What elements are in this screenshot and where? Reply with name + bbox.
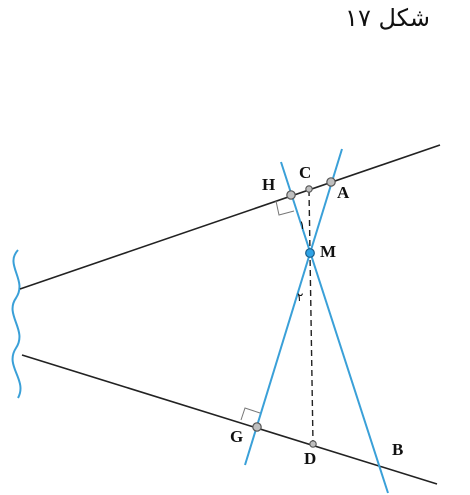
wavy-edge xyxy=(11,249,22,399)
right-angle-mark-h xyxy=(275,200,295,216)
angle-1-label: ۱ xyxy=(299,218,305,232)
transversal-hb xyxy=(280,161,389,494)
point-a xyxy=(326,177,336,187)
point-c xyxy=(305,185,313,193)
upper-line xyxy=(19,144,441,290)
point-m xyxy=(305,248,315,258)
angle-2-label: ۲ xyxy=(297,290,303,304)
point-d xyxy=(309,440,317,448)
transversal-ag xyxy=(244,148,343,466)
lower-line xyxy=(21,354,438,485)
label-h: H xyxy=(262,175,275,194)
figure-title: شکل ۱۷ xyxy=(345,4,430,32)
label-c: C xyxy=(299,163,311,182)
label-g: G xyxy=(230,427,243,446)
point-h xyxy=(286,190,296,200)
label-m: M xyxy=(320,242,336,261)
label-b: B xyxy=(392,440,403,459)
label-d: D xyxy=(304,449,316,468)
right-angle-mark-g xyxy=(240,407,261,421)
point-g xyxy=(252,422,262,432)
label-a: A xyxy=(337,183,350,202)
dashed-cd xyxy=(308,189,314,445)
